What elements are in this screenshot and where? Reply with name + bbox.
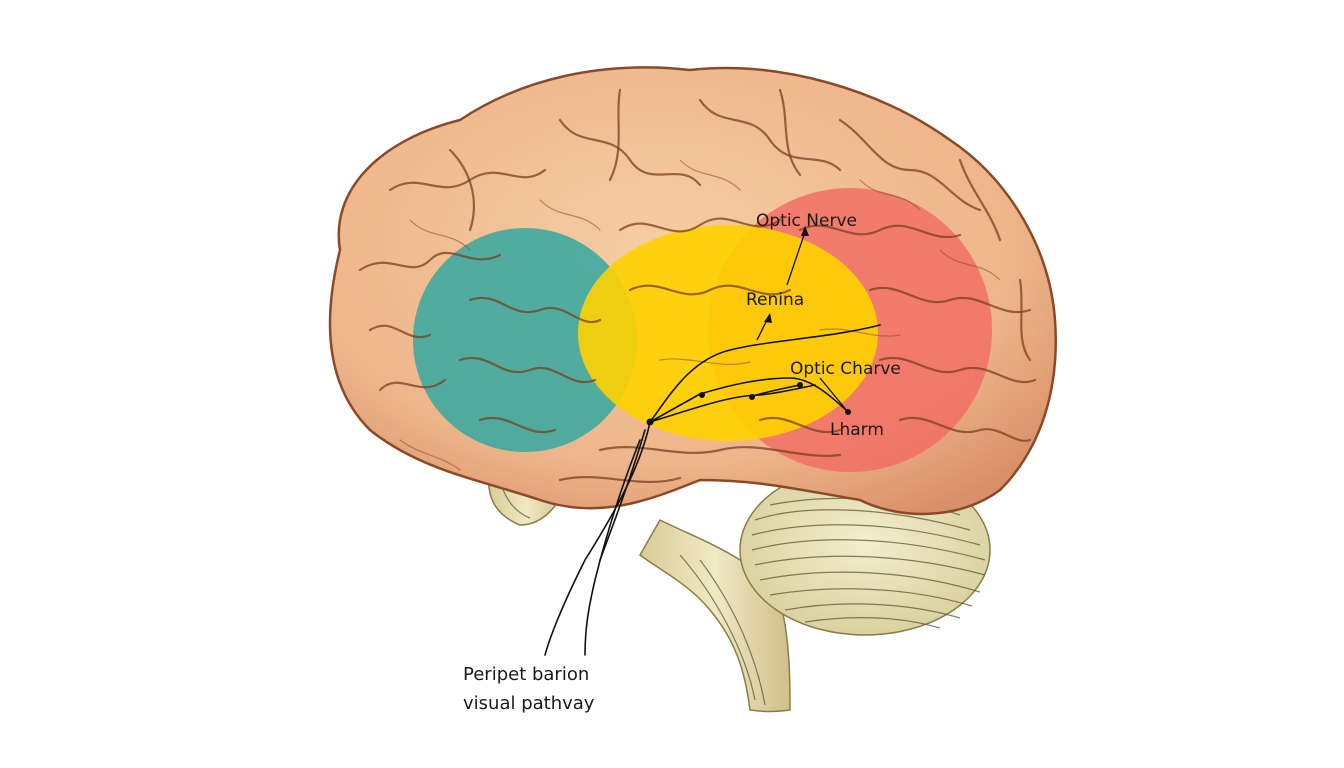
teal-region [413,228,637,452]
cortex-folds [358,88,1037,484]
label-lharm: Lharm [830,420,884,440]
label-optic-charve: Optic Charve [790,359,901,379]
yellow-region [578,225,878,441]
label-renina: Renina [746,290,804,310]
visual-pathway [544,324,881,656]
caption-line-1: Peripet barion [463,664,589,685]
label-optic-nerve: Optic Nerve [756,211,857,231]
cerebrum [328,66,1057,516]
label-pointers [646,226,851,426]
caption-line-2: visual pathvay [463,693,595,714]
